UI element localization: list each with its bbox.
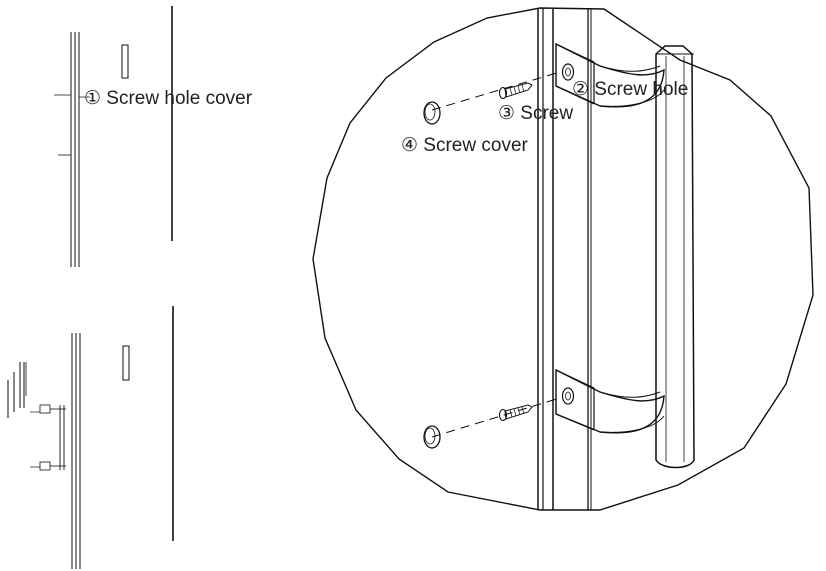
- screw-cover-label: ④ Screw cover: [401, 135, 529, 156]
- lower-screw-cover: [423, 425, 441, 449]
- upper-screw-cover: [423, 101, 441, 125]
- lower-screw-hole: [561, 387, 575, 405]
- left-upper-elevation: [54, 6, 173, 267]
- lower-bracket: [555, 368, 665, 434]
- detail-view: ② Screw hole ③ Screw ④ Screw cover: [312, 7, 814, 511]
- lower-screw: [498, 404, 533, 422]
- upper-screw: [498, 82, 533, 100]
- assembly-guides: [431, 71, 561, 438]
- screw-label: ③ Screw: [498, 103, 573, 124]
- handle-bar: [655, 45, 695, 469]
- upper-screw-hole: [561, 63, 575, 81]
- screw-hole-cover-label: ① Screw hole cover: [84, 88, 253, 109]
- door-profile: [537, 8, 592, 510]
- upper-bracket: [555, 42, 665, 108]
- screw-hole-label: ② Screw hole: [572, 79, 688, 100]
- detail-view-boundary: [312, 7, 814, 511]
- left-lower-elevation: [7, 306, 174, 569]
